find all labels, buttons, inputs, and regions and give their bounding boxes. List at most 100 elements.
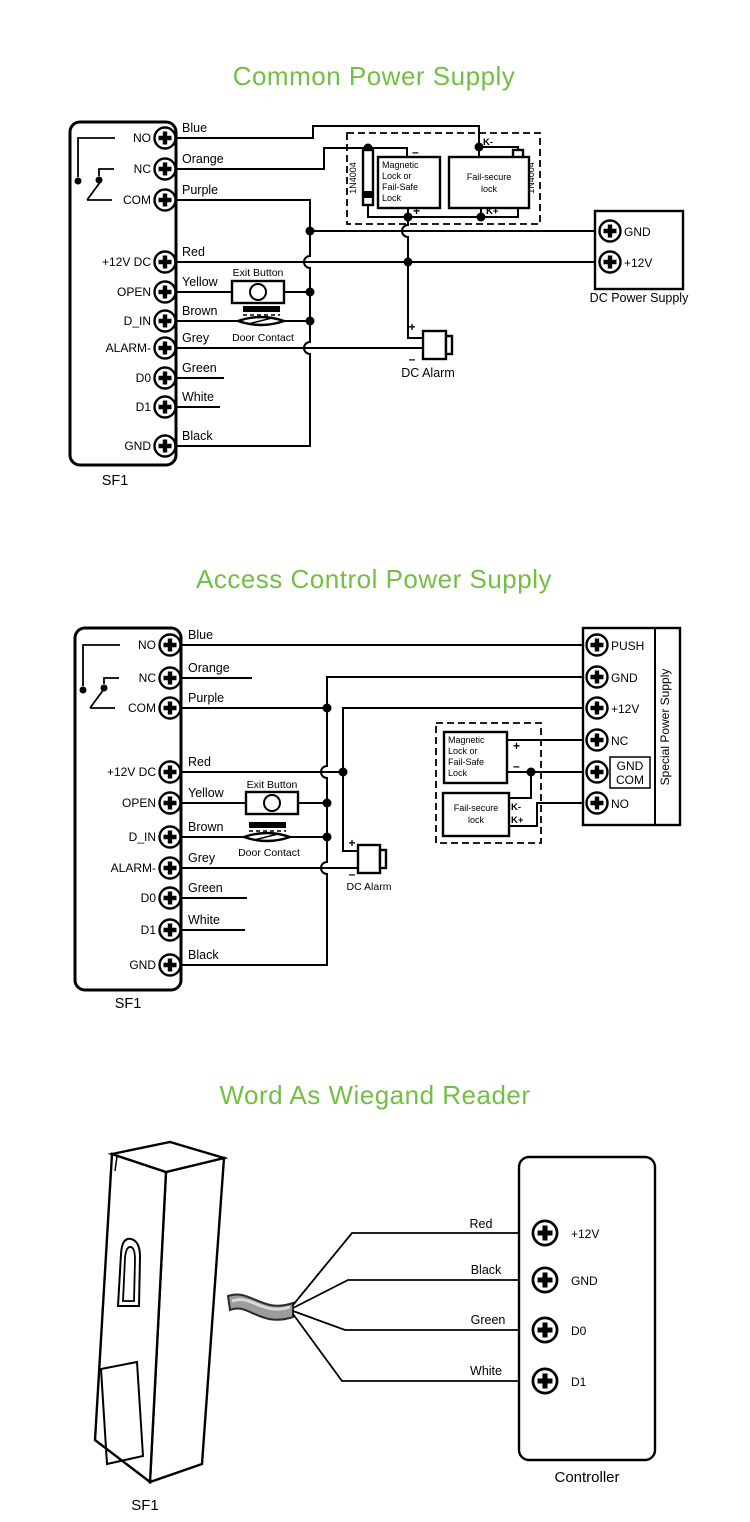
magnetic-lock-line: Lock or [448, 746, 478, 756]
wire-label: Brown [182, 304, 217, 318]
screw-terminal-icon [600, 221, 621, 242]
alarm-minus-label: – [409, 352, 416, 366]
lock-dashed-outline [435, 722, 542, 844]
exit-button: Exit Button [244, 779, 300, 816]
wire-label: Green [182, 361, 217, 375]
controller-terminal-label: D0 [571, 1324, 587, 1338]
controller: +12V GND D0 D1 Controller [517, 1155, 657, 1486]
wire-label: Orange [188, 661, 230, 675]
psu-gnd-com-box [609, 756, 651, 789]
exit-button: Exit Button [230, 267, 286, 305]
fail-secure-lock-box [447, 155, 531, 210]
screw-terminal-icon [160, 793, 181, 814]
wire-label: Green [188, 881, 223, 895]
section-title: Access Control Power Supply [196, 564, 552, 594]
wire-color-labels: Red Black Green White [470, 1217, 506, 1378]
screw-terminal-icon [155, 338, 176, 359]
exit-button-icon [263, 794, 281, 812]
fail-secure-line: lock [468, 815, 485, 825]
magnetic-lock-line: Lock [448, 768, 468, 778]
relay-switch-symbol [79, 644, 120, 709]
plus-label: + [413, 204, 420, 218]
fingerprint-reader-device: SF1 [93, 1140, 294, 1514]
fail-secure-line: lock [481, 184, 498, 194]
wire-label: Purple [182, 183, 218, 197]
terminal-label: GND [124, 439, 151, 453]
terminal-label: D_IN [124, 314, 151, 328]
fail-secure-line: Fail-secure [467, 172, 512, 182]
terminal-label: NO [138, 638, 156, 652]
terminal-label: D1 [136, 400, 152, 414]
screw-terminal-icon [533, 1318, 557, 1342]
wire-label: White [182, 390, 214, 404]
screw-terminal-icon [160, 858, 181, 879]
terminal-label: NC [139, 671, 157, 685]
special-power-supply: PUSH GND +12V NC GND COM NO Special Powe… [581, 626, 682, 827]
sf1-terminal-block [73, 626, 183, 992]
psu-terminal-label: PUSH [611, 639, 644, 653]
magnetic-lock-line: Magnetic [448, 735, 485, 745]
magnetic-lock-line: Lock [382, 193, 402, 203]
controller-terminal-label: GND [571, 1274, 598, 1288]
fail-secure-lock-box [441, 791, 511, 838]
psu-label: Special Power Supply [658, 669, 672, 786]
terminal-label: OPEN [117, 285, 151, 299]
diagram-common-power-supply: Common Power Supply SF1 NO NC COM +12V D… [68, 61, 689, 489]
dc-alarm: + – DC Alarm [347, 836, 392, 893]
alarm-horn [378, 848, 388, 870]
magnetic-lock-line: Magnetic [382, 160, 419, 170]
wire-label: Yellow [188, 786, 225, 800]
wire-label: Red [470, 1217, 493, 1231]
junction-dots [305, 142, 486, 326]
screw-terminal-icon [155, 368, 176, 389]
exit-button-body [244, 790, 300, 816]
screw-terminal-icon [160, 668, 181, 689]
alarm-body [356, 843, 382, 875]
fingerprint-window-inner [122, 1246, 136, 1302]
wire-color-labels: Blue Orange Purple Red Yellow Brown Grey… [188, 628, 230, 962]
controller-terminal-label: +12V [571, 1227, 599, 1241]
screw-terminal-icon [533, 1221, 557, 1245]
terminal-label: D0 [136, 371, 152, 385]
screw-terminal-icon [160, 827, 181, 848]
terminal-labels: NO NC COM +12V DC OPEN D_IN ALARM- D0 D1… [107, 638, 156, 972]
psu-terminal-label: NO [611, 797, 629, 811]
screw-terminal-icon [155, 311, 176, 332]
screw-terminal-icon [160, 955, 181, 976]
diode-left-label: 1N4004 [348, 162, 358, 194]
psu-terminal-label: NC [611, 734, 629, 748]
dc-alarm: + – DC Alarm [401, 320, 454, 380]
lock-assembly: 1N4004 1N4004 Magnetic Lock or Fail-Safe… [346, 132, 541, 225]
lock-dashed-outline [346, 132, 541, 225]
wire-label: Black [182, 429, 213, 443]
screw-terminal-icon [587, 730, 608, 751]
exit-button-label: Exit Button [233, 267, 284, 279]
wires [176, 125, 599, 447]
psu-gnd-com-label: GND [617, 759, 644, 773]
diagram-access-control-power-supply: Access Control Power Supply SF1 NO NC CO… [73, 564, 682, 1012]
reader-top-face [107, 1140, 229, 1174]
wires [292, 1232, 533, 1382]
wire-label: Green [471, 1313, 506, 1327]
wire-label: Red [182, 245, 205, 259]
diode-right-label: 1N4004 [526, 162, 536, 194]
terminal-label: D1 [141, 923, 157, 937]
k-plus-label: K+ [486, 206, 499, 217]
plus-label: + [513, 739, 520, 753]
controller-terminal-label: D1 [571, 1375, 587, 1389]
door-contact: Door Contact [232, 306, 294, 344]
minus-label: – [513, 759, 520, 773]
door-contact: Door Contact [238, 822, 300, 859]
wire-label: Brown [188, 820, 223, 834]
door-contact-label: Door Contact [238, 847, 300, 859]
device-label: SF1 [131, 1497, 159, 1514]
psu-gnd-com-label: COM [616, 773, 644, 787]
alarm-minus-label: – [349, 867, 356, 881]
wire-label: Grey [188, 851, 216, 865]
dc-alarm-label: DC Alarm [401, 366, 454, 380]
wire-label: White [470, 1364, 502, 1378]
psu-terminal-label: GND [611, 671, 638, 685]
psu-gnd-label: GND [624, 225, 651, 239]
alarm-horn [444, 334, 454, 356]
